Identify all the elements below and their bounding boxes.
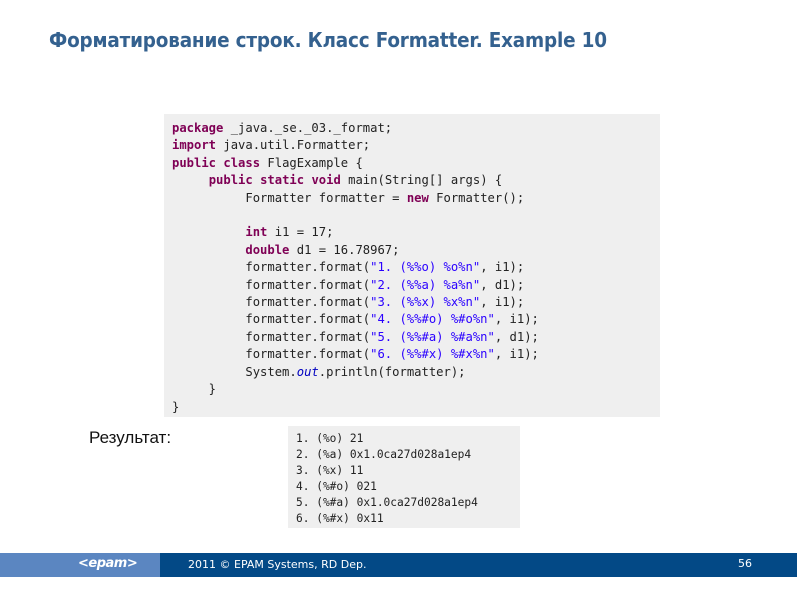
code-line: int i1 = 17;	[245, 225, 334, 240]
code-line: formatter.format("2. (%%a) %a%n", d1);	[172, 277, 525, 292]
code-line: formatter.format("3. (%%x) %x%n", i1);	[172, 295, 525, 310]
result-line: 4. (%#o) 021	[296, 480, 377, 493]
code-listing: package _java._se._03._format; import ja…	[172, 120, 539, 416]
code-line: }	[172, 399, 180, 414]
result-line: 3. (%x) 11	[296, 464, 364, 477]
code-line: public static void main(String[] args) {	[208, 173, 503, 188]
page-number: 56	[738, 557, 752, 570]
slide-title: Форматирование строк. Класс Formatter. E…	[49, 28, 607, 52]
result-line: 5. (%#a) 0x1.0ca27d028a1ep4	[296, 496, 478, 509]
code-block: package _java._se._03._format; import ja…	[164, 114, 660, 417]
code-line: Formatter formatter = new Formatter();	[172, 190, 525, 205]
footer-logo-area	[0, 553, 160, 577]
code-line: }	[172, 382, 217, 397]
result-output: 1. (%o) 21 2. (%a) 0x1.0ca27d028a1ep4 3.…	[296, 431, 478, 527]
code-line: formatter.format("6. (%%#x) %#x%n", i1);	[172, 347, 539, 362]
code-line: System.out.println(formatter);	[172, 364, 466, 379]
result-line: 6. (%#x) 0x11	[296, 512, 384, 525]
code-line: double d1 = 16.78967;	[245, 242, 400, 257]
result-line: 2. (%a) 0x1.0ca27d028a1ep4	[296, 448, 472, 461]
code-line: public class FlagExample {	[172, 155, 363, 170]
footer-bar	[160, 553, 797, 577]
footer-copyright: 2011 © EPAM Systems, RD Dep.	[188, 558, 367, 571]
code-line: package _java._se._03._format;	[172, 121, 393, 135]
code-line: formatter.format("1. (%%o) %o%n", i1);	[172, 260, 525, 275]
result-line: 1. (%o) 21	[296, 432, 364, 445]
result-label: Результат:	[89, 428, 172, 447]
epam-logo: <epam>	[78, 556, 138, 571]
code-line: formatter.format("5. (%%#a) %#a%n", d1);	[172, 329, 539, 344]
code-line: import java.util.Formatter;	[172, 138, 371, 153]
result-block: 1. (%o) 21 2. (%a) 0x1.0ca27d028a1ep4 3.…	[288, 426, 520, 528]
code-line: formatter.format("4. (%%#o) %#o%n", i1);	[172, 312, 539, 327]
